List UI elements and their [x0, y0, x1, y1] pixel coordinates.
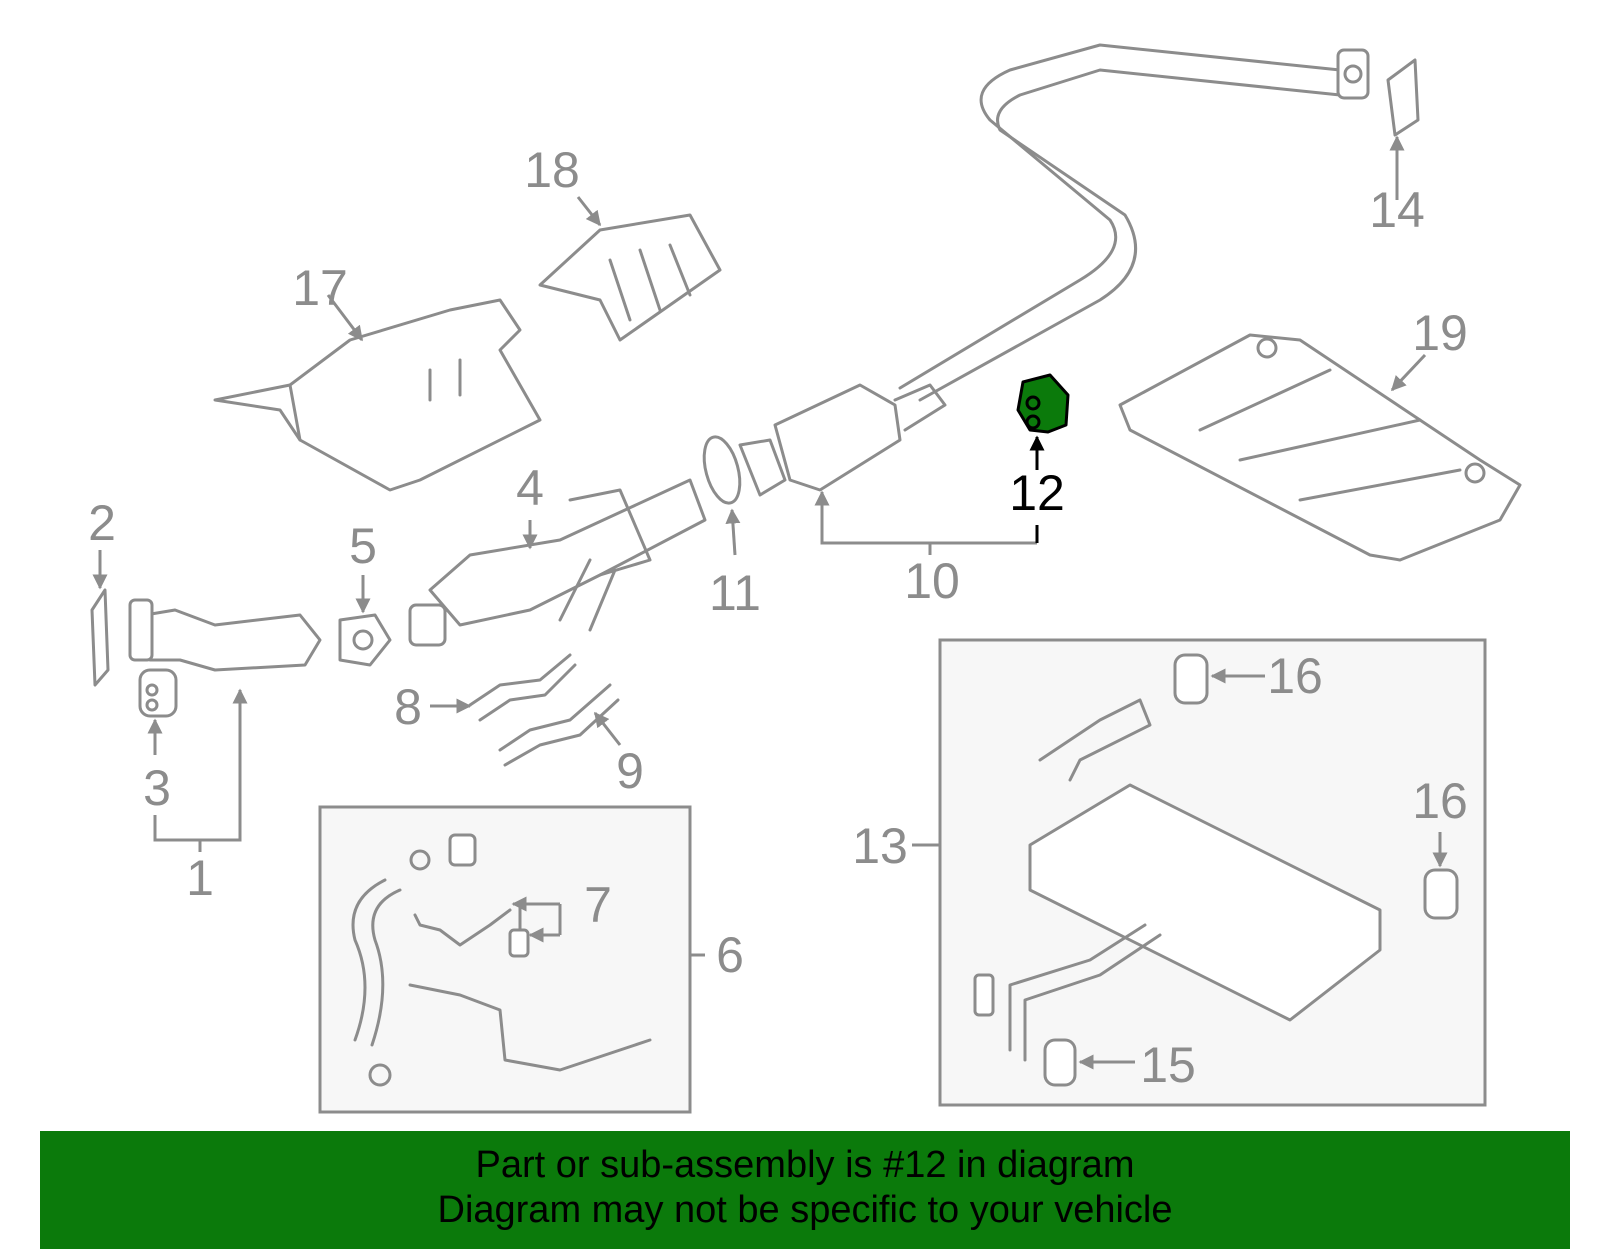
callout-12-highlighted: 12: [1009, 465, 1065, 521]
leader-lines: [92, 135, 1448, 1070]
gasket-5-drawing: [338, 613, 392, 667]
hanger-16b-drawing: [1423, 868, 1459, 920]
hanger-12-drawing-highlighted[interactable]: [1016, 373, 1070, 434]
callout-2: 2: [88, 495, 116, 551]
callout-13: 13: [852, 818, 908, 874]
callout-19: 19: [1412, 305, 1468, 361]
callout-labels: 1 2 3 4 5 6 7 8 9 10 11 12 13 14 15 16 1…: [88, 142, 1468, 1093]
callout-16-lower: 16: [1412, 773, 1468, 829]
callout-1: 1: [186, 850, 214, 906]
under-cover-19-drawing: [1118, 333, 1522, 562]
callout-3: 3: [143, 760, 171, 816]
front-pipe-1-drawing: [128, 598, 322, 672]
info-banner: Part or sub-assembly is #12 in diagram D…: [40, 1131, 1570, 1249]
callout-18: 18: [524, 142, 580, 198]
callout-6: 6: [716, 927, 744, 983]
callout-7: 7: [584, 877, 612, 933]
hanger-15-drawing: [1043, 1038, 1077, 1087]
callout-10: 10: [904, 553, 960, 609]
callout-16-upper: 16: [1267, 648, 1323, 704]
heat-shield-18-drawing: [538, 213, 722, 342]
callout-5: 5: [349, 518, 377, 574]
tail-pipe-drawing: [898, 43, 1370, 402]
callout-14: 14: [1369, 182, 1425, 238]
hanger-16a-drawing: [1173, 653, 1209, 705]
hose-8-drawing: [468, 653, 577, 722]
muffler-13-drawing: [973, 698, 1382, 1062]
callout-11: 11: [709, 565, 761, 621]
banner-disclaimer: Diagram may not be specific to your vehi…: [437, 1189, 1173, 1231]
catalytic-converter-4-drawing: [408, 478, 707, 647]
heat-shield-17-drawing: [213, 298, 542, 492]
callout-17: 17: [292, 260, 348, 316]
hanger-3-drawing: [138, 668, 178, 718]
callout-9: 9: [616, 743, 644, 799]
gasket-14-drawing: [1386, 58, 1420, 137]
callout-8: 8: [394, 679, 422, 735]
gasket-2-drawing: [90, 588, 110, 687]
hose-9-drawing: [498, 683, 620, 767]
callout-15: 15: [1140, 1037, 1196, 1093]
gasket-11-drawing: [702, 435, 742, 505]
sensor-harness-6-drawing: [351, 833, 652, 1087]
center-pipe-10-drawing: [738, 383, 947, 497]
banner-part-info: Part or sub-assembly is #12 in diagram: [475, 1144, 1135, 1186]
callout-4: 4: [516, 460, 544, 516]
